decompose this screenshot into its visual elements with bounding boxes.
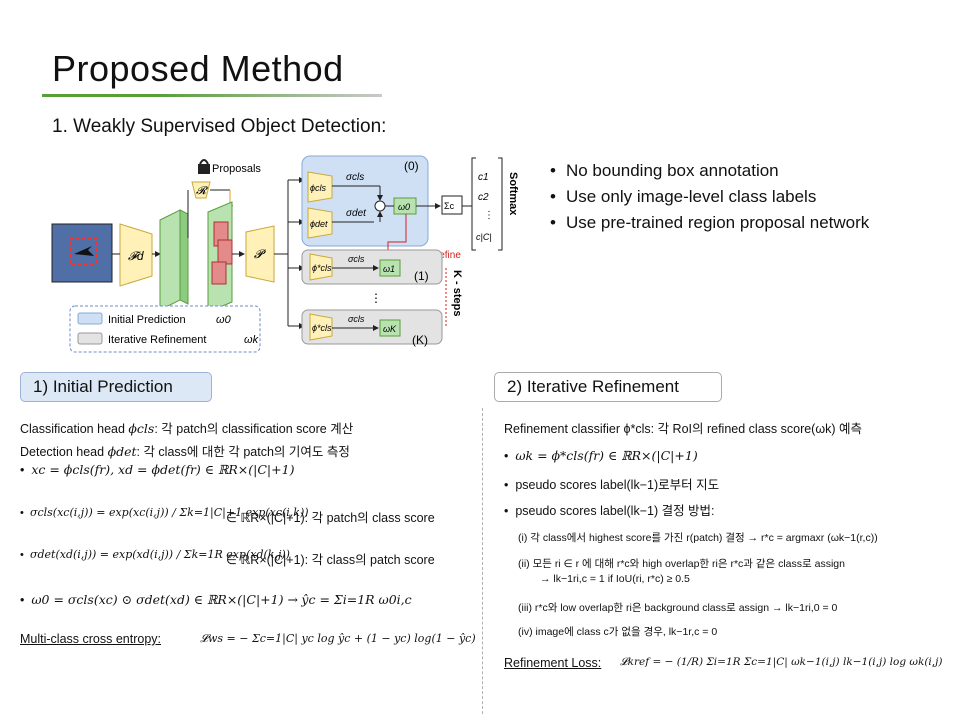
sum-label: Σc xyxy=(444,201,455,211)
refine-branch-k xyxy=(301,309,443,345)
refine-bullet-1: • ωk = ϕ*cls(fr) ∈ ℝR×(|C|+1) xyxy=(504,448,698,463)
class-cC: c|C| xyxy=(476,232,492,242)
initial-prediction-header: 1) Initial Prediction xyxy=(20,372,212,402)
refine-label: Refine xyxy=(432,250,461,261)
summary-bullets: No bounding box annotation Use only imag… xyxy=(550,158,869,236)
bullet-item: Use pre-trained region proposal network xyxy=(550,210,869,236)
step-ii-rule: → lk−1ri,c = 1 if IoU(ri, r*c) ≥ 0.5 xyxy=(540,573,690,585)
pooling-block xyxy=(245,225,275,283)
sigma-1: σcls xyxy=(348,254,365,264)
eq-sigma-det: • σdet(xd(i,j)) = exp(xd(i,j)) / Σk=1R e… xyxy=(20,548,290,561)
lock-icon xyxy=(198,164,210,174)
architecture-diagram: 𝓕d Proposals 𝓡 𝓟 (0) ϕcls ϕdet σcls σdet… xyxy=(51,155,519,353)
title-underline xyxy=(42,94,382,97)
bullet-item: Use only image-level class labels xyxy=(550,184,869,210)
phi-cls-label: ϕcls xyxy=(310,183,327,193)
branchK-index: (K) xyxy=(412,333,428,347)
phi-star-1: ϕ*cls xyxy=(312,263,332,273)
sigma-det-label: σdet xyxy=(346,208,367,219)
omega1-label: ω1 xyxy=(383,264,395,274)
step-ii: (ii) 모든 ri ∈ r 에 대해 r*c와 high overlap한 r… xyxy=(518,558,845,570)
legend-refine: Iterative Refinement xyxy=(108,334,206,346)
rpn-label: 𝓡 xyxy=(196,185,208,197)
softmax-label: Softmax xyxy=(507,172,519,216)
refinement-loss-label: Refinement Loss: xyxy=(504,656,602,670)
object-box xyxy=(69,237,97,265)
iterative-refinement-header: 2) Iterative Refinement xyxy=(494,372,722,402)
detection-head-desc: Detection head ϕdet: 각 class에 대한 각 patch… xyxy=(20,444,350,459)
elementwise-product xyxy=(374,200,386,212)
step-iv: (iv) image에 class c가 없을 경우, lk−1r,c = 0 xyxy=(518,626,718,638)
branch1-index: (1) xyxy=(414,269,429,283)
eq-sigma-cls: • σcls(xc(i,j)) = exp(xc(i,j)) / Σk=1|C|… xyxy=(20,506,309,519)
airplane-icon xyxy=(74,246,94,256)
sigma-k: σcls xyxy=(348,314,365,324)
refinement-loss-formula: 𝓛kref = − (1/R) Σi=1R Σc=1|C| ωk−1(i,j) … xyxy=(620,656,943,668)
class-dots: ⋮ xyxy=(484,210,494,221)
classification-head-desc: Classification head ϕcls: 각 patch의 class… xyxy=(20,421,354,436)
class-c2: c2 xyxy=(478,192,489,203)
eq-omega0: • ω0 = σcls(xc) ⊙ σdet(xd) ∈ ℝR×(|C|+1) … xyxy=(20,592,412,607)
refinement-classifier-desc: Refinement classifier ϕ*cls: 각 RoI의 refi… xyxy=(504,422,862,436)
ksteps-label: K - steps xyxy=(451,270,463,316)
branch0-index: (0) xyxy=(404,159,419,173)
encoder-label: 𝓕d xyxy=(128,249,144,263)
page-title: Proposed Method xyxy=(52,48,344,89)
initial-branch-panel xyxy=(301,155,429,247)
step-i: (i) 각 class에서 highest score를 가진 r(patch)… xyxy=(518,532,878,544)
encoder-block xyxy=(119,223,153,287)
refine-bullet-3: • pseudo scores label(lk−1) 결정 방법: xyxy=(504,504,715,518)
legend-omega0: ω0 xyxy=(216,314,232,326)
legend-initial: Initial Prediction xyxy=(108,314,186,326)
proposals-label: Proposals xyxy=(212,163,261,175)
refine-bullet-2: • pseudo scores label(lk−1)로부터 지도 xyxy=(504,478,720,492)
loss-label: Multi-class cross entropy: xyxy=(20,632,162,646)
eq-sigma-cls-note: ∈ ℝR×(|C|+1): 각 patch의 class score xyxy=(226,511,435,525)
class-c1: c1 xyxy=(478,172,489,183)
sigma-cls-label: σcls xyxy=(346,172,364,183)
refine-branch-1 xyxy=(301,249,443,285)
omegaK-label: ωK xyxy=(383,324,397,334)
loss-formula: 𝓛ws = − Σc=1|C| yc log ŷc + (1 − yc) log… xyxy=(200,632,476,645)
bullet-item: No bounding box annotation xyxy=(550,158,869,184)
eq-feature-heads: • xc = ϕcls(fr), xd = ϕdet(fr) ∈ ℝR×(|C|… xyxy=(20,462,295,477)
figure-legend xyxy=(69,305,261,353)
feature-map xyxy=(159,209,181,311)
phi-det-label: ϕdet xyxy=(310,219,328,229)
step-iii: (iii) r*c와 low overlap한 ri은 background c… xyxy=(518,602,838,614)
omega0-label: ω0 xyxy=(398,202,410,212)
branch-ellipsis: ⋮ xyxy=(370,291,382,305)
eq-sigma-det-note: ∈ ℝR×(|C|+1): 각 class의 patch score xyxy=(226,553,435,567)
column-divider xyxy=(482,408,483,714)
legend-omegak: ωk xyxy=(244,334,259,346)
rpn-block xyxy=(191,181,211,199)
phi-star-k: ϕ*cls xyxy=(312,323,332,333)
section-subtitle: 1. Weakly Supervised Object Detection: xyxy=(52,116,387,137)
